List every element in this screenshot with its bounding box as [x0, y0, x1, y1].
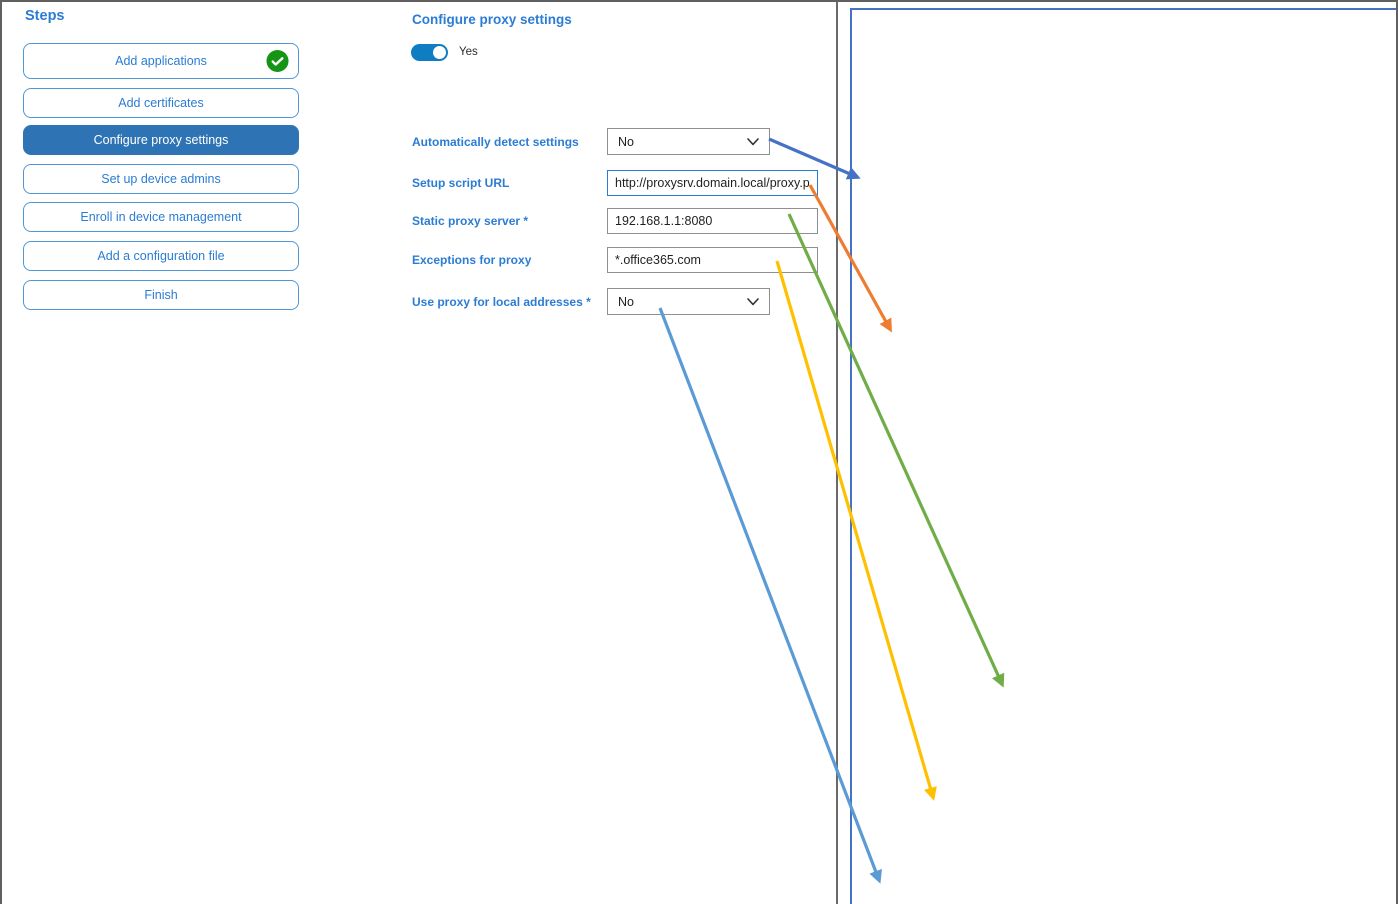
field-label-static-proxy-server: Static proxy server *: [412, 214, 529, 228]
step-label: Enroll in device management: [80, 210, 242, 224]
toggle-knob: [433, 46, 446, 59]
exceptions-for-proxy-input[interactable]: [607, 247, 818, 273]
setup-script-url-input[interactable]: [607, 170, 818, 196]
step-configure-proxy-settings[interactable]: Configure proxy settings: [23, 125, 299, 155]
pane-divider: [836, 0, 838, 904]
step-label: Configure proxy settings: [93, 133, 229, 147]
step-finish[interactable]: Finish: [23, 280, 299, 310]
field-label-use-proxy-for-local-addresses: Use proxy for local addresses *: [412, 294, 591, 309]
chevron-down-icon: [747, 137, 759, 145]
selected-value: No: [618, 294, 634, 309]
step-label: Set up device admins: [101, 172, 221, 186]
selected-value: No: [618, 134, 634, 149]
configure-proxy-toggle-state: Yes: [459, 46, 478, 58]
static-proxy-server-input[interactable]: [607, 208, 818, 234]
step-label: Add a configuration file: [97, 249, 225, 263]
step-label: Finish: [144, 288, 178, 302]
chevron-down-icon: [747, 297, 759, 305]
configure-proxy-toggle[interactable]: [411, 44, 448, 61]
field-label-automatically-detect-settings: Automatically detect settings: [412, 134, 579, 149]
step-label: Add certificates: [118, 96, 204, 110]
step-label: Add applications: [115, 54, 207, 68]
check-circle-icon: [266, 49, 289, 73]
field-label-setup-script-url: Setup script URL: [412, 176, 510, 190]
steps-title: Steps: [25, 8, 65, 24]
local-addresses-mapping-arrow: [658, 307, 882, 884]
step-add-applications[interactable]: Add applications: [23, 43, 299, 79]
page-title: Configure proxy settings: [412, 12, 572, 27]
automatically-detect-settings-select[interactable]: No: [607, 128, 770, 155]
field-label-exceptions-for-proxy: Exceptions for proxy: [412, 253, 532, 267]
step-enroll-in-device-management[interactable]: Enroll in device management: [23, 202, 299, 232]
use-proxy-for-local-addresses-select[interactable]: No: [607, 288, 770, 315]
step-add-certificates[interactable]: Add certificates: [23, 88, 299, 118]
step-add-a-configuration-file[interactable]: Add a configuration file: [23, 241, 299, 271]
step-set-up-device-admins[interactable]: Set up device admins: [23, 164, 299, 194]
windows-proxy-settings-panel: [850, 8, 1398, 904]
